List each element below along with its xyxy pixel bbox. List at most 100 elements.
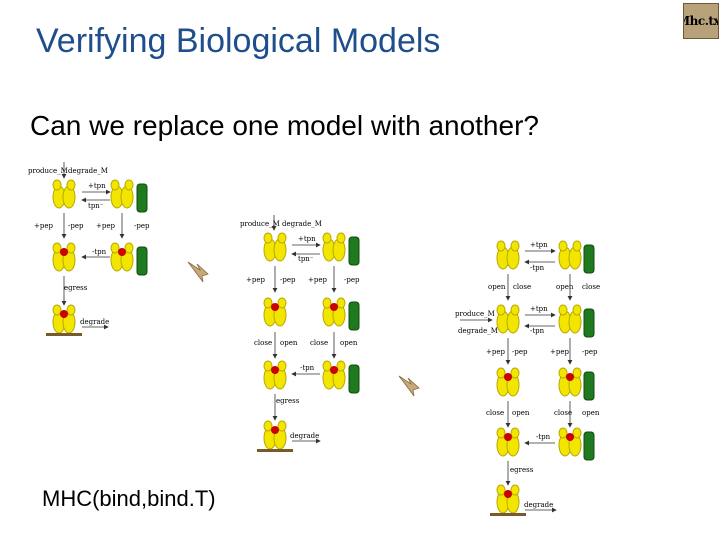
m1-label: -tpn bbox=[92, 248, 107, 256]
m2-mhc-molecule bbox=[322, 297, 346, 327]
m3-peptide bbox=[504, 490, 512, 498]
m3-mhc-molecule bbox=[558, 304, 582, 334]
m1-label: degrade bbox=[80, 318, 109, 326]
m1-mhc-molecule bbox=[52, 179, 76, 209]
m2-peptide bbox=[330, 303, 338, 311]
m1-mhc-molecule bbox=[110, 242, 134, 272]
m3-label: degrade_M bbox=[458, 327, 498, 335]
m2-label: -pep bbox=[344, 276, 360, 284]
m1-label: +tpn bbox=[88, 182, 106, 190]
m2-peptide bbox=[271, 426, 279, 434]
m2-mhc-molecule bbox=[263, 232, 287, 262]
m3-mhc-molecule bbox=[558, 367, 582, 397]
m1-label: +pep bbox=[34, 222, 53, 230]
m1-label: tpn⁻ bbox=[88, 202, 104, 210]
m3-label: -tpn bbox=[530, 264, 545, 272]
m3-label: egress bbox=[510, 466, 534, 474]
m3-peptide bbox=[504, 433, 512, 441]
m2-label: +pep bbox=[246, 276, 265, 284]
m2-mhc-molecule bbox=[263, 420, 287, 450]
m2-label: -pep bbox=[280, 276, 296, 284]
m1-membrane bbox=[46, 333, 82, 336]
m3-peptide bbox=[566, 373, 574, 381]
mhc-model-caption: MHC(bind,bind.T) bbox=[42, 486, 216, 511]
file-icon-label: Mhc.txt bbox=[684, 14, 718, 28]
m3-mhc-molecule bbox=[496, 484, 520, 514]
m3-label: -tpn bbox=[536, 433, 551, 441]
m3-tapasin bbox=[583, 431, 595, 461]
m2-label: -tpn bbox=[300, 364, 315, 372]
m1-peptide bbox=[60, 248, 68, 256]
m3-label: +pep bbox=[486, 348, 505, 356]
m3-label: open bbox=[556, 283, 574, 291]
m2-label: degrade_M bbox=[282, 220, 322, 228]
m1-tapasin bbox=[136, 183, 148, 213]
m1-mhc-molecule bbox=[52, 304, 76, 334]
m2-label: open bbox=[340, 339, 358, 347]
slide-title: Verifying Biological Models bbox=[36, 22, 441, 60]
m2-label: close bbox=[254, 339, 272, 347]
m1-label: -pep bbox=[134, 222, 150, 230]
m3-label: open bbox=[512, 409, 530, 417]
m2-tapasin bbox=[348, 364, 360, 394]
m2-peptide bbox=[271, 366, 279, 374]
m1-label: egress bbox=[64, 284, 88, 292]
m2-label: +pep bbox=[308, 276, 327, 284]
m3-label: open bbox=[488, 283, 506, 291]
m2-peptide bbox=[271, 303, 279, 311]
m2-label: tpn⁻ bbox=[298, 255, 314, 263]
m1-peptide bbox=[60, 310, 68, 318]
m2-label: open bbox=[280, 339, 298, 347]
transition-arrow-1 bbox=[187, 261, 209, 283]
model-3: +tpn -tpn open close open close produce_… bbox=[455, 240, 600, 516]
m3-label: produce_M bbox=[455, 310, 495, 318]
m3-label: open bbox=[582, 409, 600, 417]
m2-label: +tpn bbox=[298, 235, 316, 243]
m3-mhc-molecule bbox=[496, 240, 520, 270]
m3-tapasin bbox=[583, 244, 595, 274]
m3-label: -tpn bbox=[530, 327, 545, 335]
m2-label: egress bbox=[276, 397, 300, 405]
m3-label: close bbox=[513, 283, 531, 291]
m3-mhc-molecule bbox=[558, 240, 582, 270]
m3-label: +tpn bbox=[530, 241, 548, 249]
model-2: produce_M degrade_M +tpn tpn⁻ +pep -pep … bbox=[240, 215, 360, 452]
m2-mhc-molecule bbox=[322, 232, 346, 262]
m3-label: close bbox=[554, 409, 572, 417]
m2-label: degrade bbox=[290, 432, 319, 440]
m3-label: close bbox=[486, 409, 504, 417]
m3-mhc-molecule bbox=[496, 427, 520, 457]
text-file-icon[interactable]: Mhc.txt bbox=[683, 3, 719, 39]
m3-tapasin bbox=[583, 308, 595, 338]
m2-tapasin bbox=[348, 301, 360, 331]
m2-label: produce_M bbox=[240, 220, 280, 228]
m2-mhc-molecule bbox=[322, 360, 346, 390]
m1-mhc-molecule bbox=[52, 242, 76, 272]
m3-peptide bbox=[504, 373, 512, 381]
m2-membrane bbox=[257, 449, 293, 452]
m2-tapasin bbox=[348, 236, 360, 266]
m3-mhc-molecule bbox=[558, 427, 582, 457]
m2-mhc-molecule bbox=[263, 360, 287, 390]
m1-label: +pep bbox=[96, 222, 115, 230]
m2-peptide bbox=[330, 366, 338, 374]
m3-label: -pep bbox=[582, 348, 598, 356]
model-1: produce_M degrade_M +tpn tpn⁻ +pep -pep … bbox=[28, 162, 150, 336]
m3-membrane bbox=[490, 513, 526, 516]
m1-label: -pep bbox=[68, 222, 84, 230]
m1-label-degrade: degrade_M bbox=[68, 167, 108, 175]
m1-tapasin bbox=[136, 246, 148, 276]
m3-label: close bbox=[582, 283, 600, 291]
m3-mhc-molecule bbox=[496, 367, 520, 397]
m1-peptide bbox=[118, 248, 126, 256]
m3-tapasin bbox=[583, 371, 595, 401]
m2-mhc-molecule bbox=[263, 297, 287, 327]
transition-arrow-2 bbox=[398, 375, 420, 397]
m3-peptide bbox=[566, 433, 574, 441]
m1-label-produce: produce_M bbox=[28, 167, 68, 175]
m3-label: +tpn bbox=[530, 305, 548, 313]
m1-mhc-molecule bbox=[110, 179, 134, 209]
slide-subtitle: Can we replace one model with another? bbox=[30, 110, 539, 141]
m3-label: -pep bbox=[512, 348, 528, 356]
